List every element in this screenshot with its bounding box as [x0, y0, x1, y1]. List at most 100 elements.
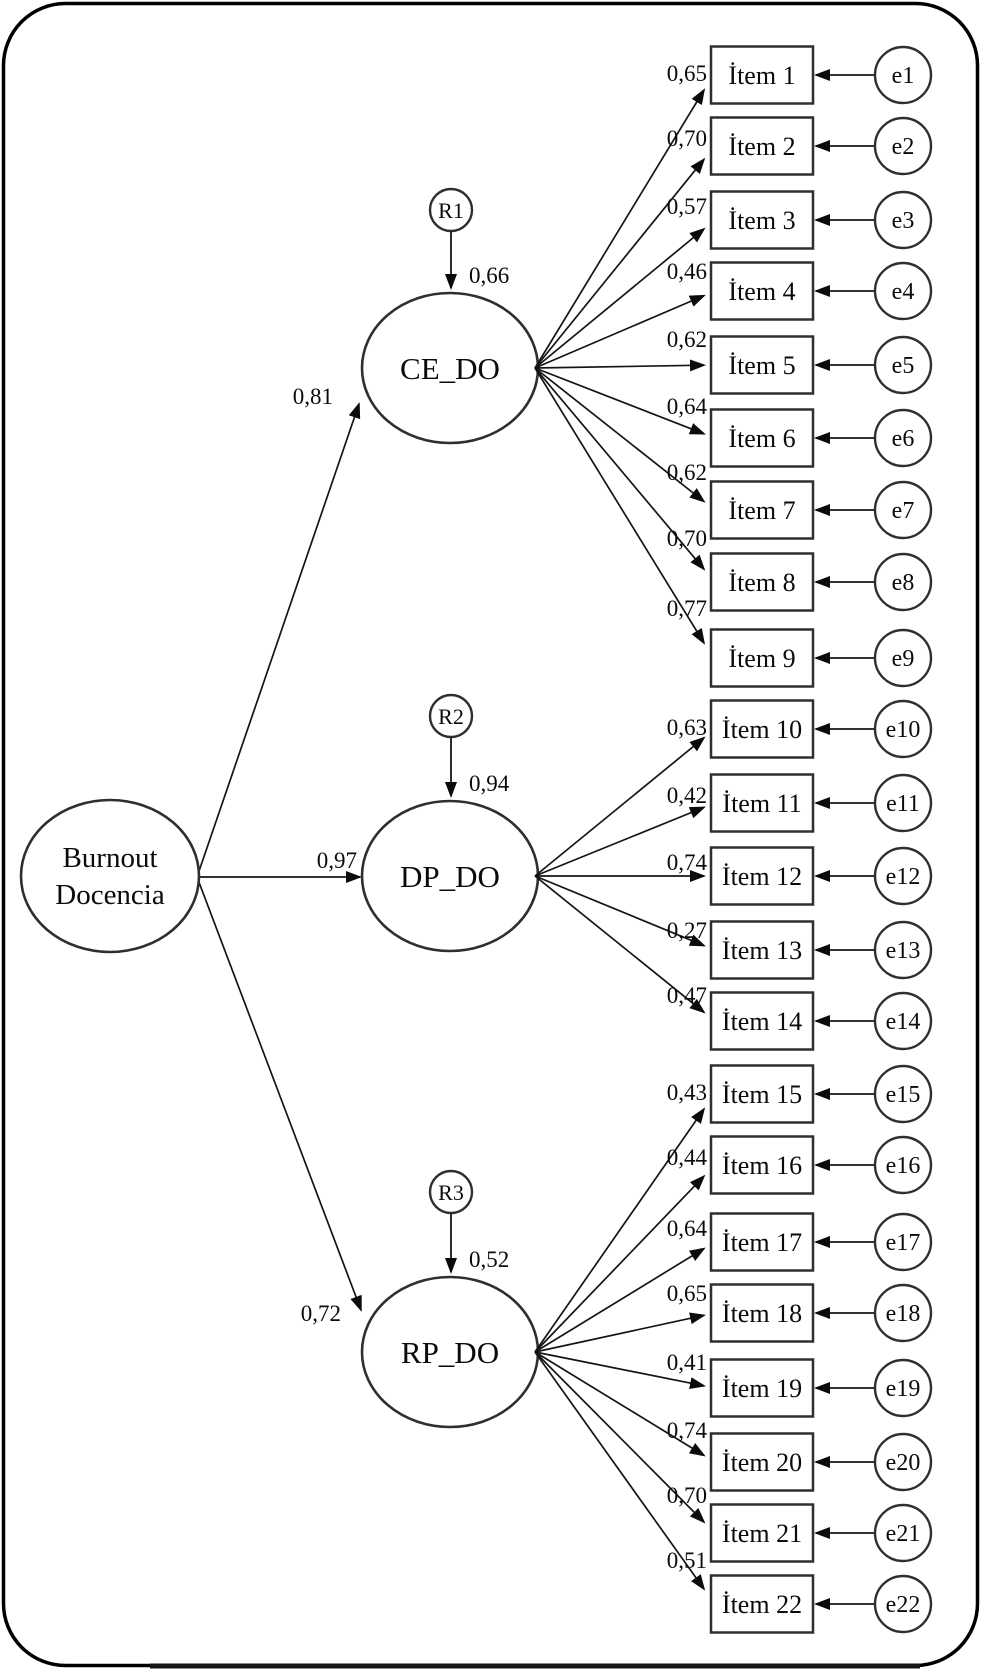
loading-arrow-e1: [534, 88, 706, 369]
path-coefficient-RP_DO: 0,72: [301, 1301, 341, 1326]
loading-value-e18: 0,65: [667, 1281, 707, 1306]
loading-arrow-e3: [534, 227, 706, 369]
loading-arrow-e17: [534, 1247, 706, 1353]
loading-value-e7: 0,62: [667, 460, 707, 485]
error-label-e14: e14: [886, 1009, 921, 1035]
error-circle-e11: [873, 773, 933, 833]
loading-arrow-e21: [534, 1351, 706, 1524]
item-label-5: İtem 5: [728, 351, 795, 380]
error-label-e2: e2: [892, 134, 915, 160]
root-ellipse: [19, 798, 201, 954]
error-circle-e8: [873, 552, 933, 612]
loading-arrow-e9: [534, 367, 706, 645]
error-label-e1: e1: [892, 63, 915, 89]
item-label-2: İtem 2: [728, 132, 795, 161]
item-label-4: İtem 4: [728, 277, 795, 306]
loading-arrow-e15: [534, 1107, 706, 1353]
error-label-e22: e22: [886, 1592, 921, 1618]
loading-value-e12: 0,74: [667, 850, 708, 875]
error-label-e21: e21: [886, 1521, 921, 1547]
item-box-14: [709, 991, 815, 1051]
residual-label-R3: R3: [438, 1180, 464, 1205]
error-circle-e19: [873, 1358, 933, 1418]
loading-value-e10: 0,63: [667, 715, 707, 740]
item-label-19: İtem 19: [722, 1374, 802, 1403]
error-circle-e13: [873, 920, 933, 980]
item-box-22: [709, 1574, 815, 1634]
loading-value-e15: 0,43: [667, 1080, 707, 1105]
item-box-13: [709, 920, 815, 980]
error-circle-e17: [873, 1212, 933, 1272]
error-circle-e3: [873, 190, 933, 250]
loading-arrow-e11: [534, 806, 706, 877]
item-label-10: İtem 10: [722, 715, 802, 744]
error-label-e19: e19: [886, 1376, 921, 1402]
error-circle-e21: [873, 1503, 933, 1563]
item-label-7: İtem 7: [728, 496, 795, 525]
item-box-3: [709, 190, 815, 250]
error-label-e20: e20: [886, 1450, 921, 1476]
loading-value-e4: 0,46: [667, 259, 707, 284]
loading-value-e16: 0,44: [667, 1145, 708, 1170]
loading-arrow-e22: [534, 1351, 706, 1591]
residual-label-R2: R2: [438, 704, 464, 729]
item-label-22: İtem 22: [722, 1590, 802, 1619]
loading-arrow-e20: [534, 1351, 706, 1457]
loading-value-e3: 0,57: [667, 194, 707, 219]
residual-value-R2: 0,94: [469, 771, 510, 796]
error-label-e12: e12: [886, 864, 921, 890]
residual-value-R1: 0,66: [469, 263, 509, 288]
error-circle-e7: [873, 480, 933, 540]
error-circle-e18: [873, 1283, 933, 1343]
path-coefficient-CE_DO: 0,81: [293, 384, 333, 409]
loading-value-e20: 0,74: [667, 1418, 708, 1443]
root-label-line1: Burnout: [62, 842, 157, 874]
residual-value-R3: 0,52: [469, 1247, 509, 1272]
item-box-16: [709, 1135, 815, 1195]
item-box-2: [709, 116, 815, 176]
loading-arrow-e10: [534, 736, 706, 877]
factor-label-RP_DO: RP_DO: [401, 1335, 499, 1370]
item-box-6: [709, 408, 815, 468]
error-circle-e1: [873, 45, 933, 105]
loading-value-e14: 0,47: [667, 983, 707, 1008]
item-box-1: [709, 45, 815, 105]
path-coefficient-DP_DO: 0,97: [317, 848, 357, 873]
loading-arrow-e14: [534, 875, 706, 1014]
item-box-19: [709, 1358, 815, 1418]
error-circle-e16: [873, 1135, 933, 1195]
error-label-e6: e6: [892, 426, 915, 452]
item-box-20: [709, 1432, 815, 1492]
error-label-e8: e8: [892, 570, 915, 596]
residual-circle-R2: [428, 693, 474, 739]
loading-value-e6: 0,64: [667, 394, 708, 419]
item-box-5: [709, 335, 815, 395]
loading-arrow-e18: [534, 1312, 706, 1353]
loading-value-e17: 0,64: [667, 1216, 708, 1241]
item-label-17: İtem 17: [722, 1228, 802, 1257]
item-label-9: İtem 9: [728, 644, 795, 673]
error-label-e16: e16: [886, 1153, 921, 1179]
factor-label-DP_DO: DP_DO: [400, 859, 500, 894]
error-label-e10: e10: [886, 717, 921, 743]
error-label-e18: e18: [886, 1301, 921, 1327]
item-label-20: İtem 20: [722, 1448, 802, 1477]
item-box-11: [709, 773, 815, 833]
error-circle-e15: [873, 1064, 933, 1124]
loading-arrow-e13: [534, 875, 706, 947]
item-box-10: [709, 699, 815, 759]
item-label-18: İtem 18: [722, 1299, 802, 1328]
item-box-18: [709, 1283, 815, 1343]
path-arrow-CE_DO: [196, 402, 361, 878]
error-label-e17: e17: [886, 1230, 921, 1256]
item-box-17: [709, 1212, 815, 1272]
item-box-9: [709, 628, 815, 688]
item-label-13: İtem 13: [722, 936, 802, 965]
item-label-14: İtem 14: [722, 1007, 802, 1036]
residual-circle-R3: [428, 1169, 474, 1215]
error-circle-e10: [873, 699, 933, 759]
residual-label-R1: R1: [438, 198, 464, 223]
error-circle-e5: [873, 335, 933, 395]
loading-arrow-e19: [534, 1351, 706, 1389]
